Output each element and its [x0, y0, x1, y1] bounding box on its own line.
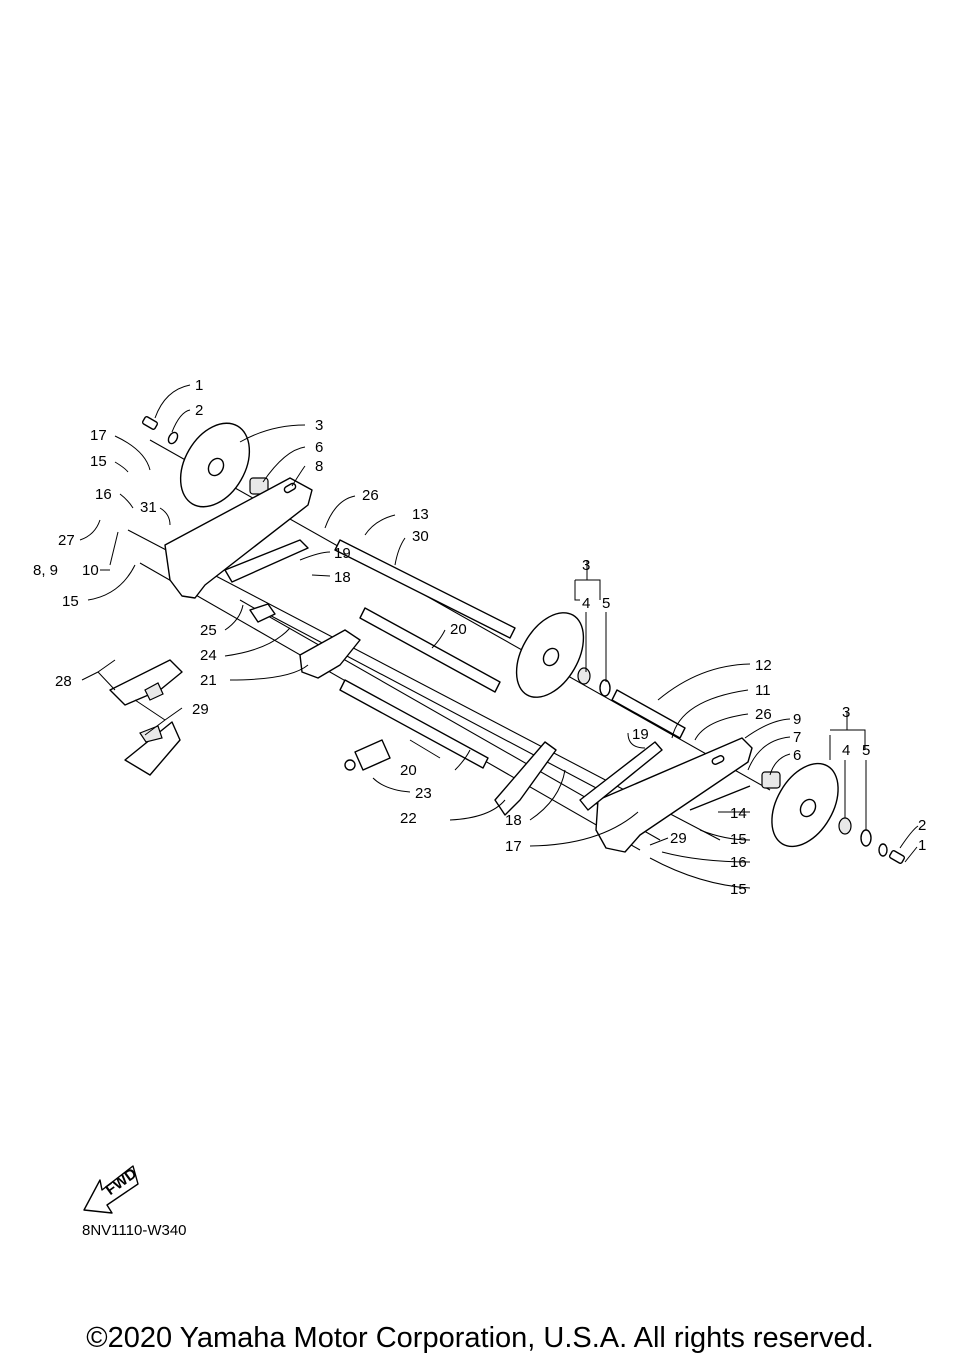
- callout-9: 9: [793, 711, 801, 728]
- callout-18-b: 18: [505, 812, 522, 829]
- callout-15-c: 15: [730, 831, 747, 848]
- callout-11: 11: [755, 682, 771, 699]
- bracket-8: [164, 477, 313, 599]
- callout-19: 19: [334, 545, 351, 562]
- idler-wheel-left: [179, 422, 251, 508]
- shaft-13: [334, 539, 516, 639]
- callout-15: 15: [90, 453, 107, 470]
- shaft-12: [611, 689, 686, 739]
- callout-15-b: 15: [62, 593, 79, 610]
- callout-6: 6: [315, 439, 323, 456]
- callout-16: 16: [95, 486, 112, 503]
- bracket-28: [109, 659, 183, 706]
- callout-12: 12: [755, 657, 772, 674]
- spring-23: [344, 739, 391, 771]
- slider-19-left: [224, 539, 309, 583]
- callout-31: 31: [140, 499, 157, 516]
- callout-4-b: 4: [842, 742, 850, 759]
- callout-3-c: 3: [842, 704, 850, 721]
- callout-25: 25: [200, 622, 217, 639]
- callout-29: 29: [192, 701, 209, 718]
- arm-21: [299, 629, 361, 679]
- callout-8: 8: [315, 458, 323, 475]
- callout-2: 2: [195, 402, 203, 419]
- callout-1: 1: [195, 377, 203, 394]
- callout-3: 3: [315, 417, 323, 434]
- callout-16-b: 16: [730, 854, 747, 871]
- callout-15-d: 15: [730, 881, 747, 898]
- callout-2-b: 2: [918, 817, 926, 834]
- callout-20-b: 20: [400, 762, 417, 779]
- callout-8-9: 8, 9: [33, 562, 58, 579]
- callout-6-b: 6: [793, 747, 801, 764]
- callout-4: 4: [582, 595, 590, 612]
- callout-29-b: 29: [670, 830, 687, 847]
- diagram-code: 8NV1110-W340: [82, 1222, 187, 1239]
- callout-30: 30: [412, 528, 429, 545]
- callout-28: 28: [55, 673, 72, 690]
- callout-21: 21: [200, 672, 217, 689]
- callout-17-b: 17: [505, 838, 522, 855]
- callout-20: 20: [450, 621, 467, 638]
- callout-5-b: 5: [862, 742, 870, 759]
- bracket-9: [595, 737, 753, 853]
- slider-19-right: [579, 741, 663, 811]
- leader-lines: [79, 384, 919, 889]
- idler-wheel-center: [515, 612, 611, 698]
- callout-17: 17: [90, 427, 107, 444]
- washer-2-left: [167, 431, 179, 445]
- callout-26-b: 26: [755, 706, 772, 723]
- callout-13: 13: [412, 506, 429, 523]
- shaft-20-upper: [359, 607, 501, 693]
- shaft-20-lower: [339, 679, 489, 769]
- arm-22: [494, 741, 557, 816]
- callout-1-b: 1: [918, 837, 926, 854]
- block-24: [249, 603, 276, 623]
- callout-18: 18: [334, 569, 351, 586]
- rod-14: [689, 785, 751, 811]
- callout-10: 10: [82, 562, 99, 579]
- callout-19-b: 19: [632, 726, 649, 743]
- callout-22: 22: [400, 810, 417, 827]
- callout-3-b: 3: [582, 557, 590, 574]
- idler-wheel-right: [761, 762, 906, 864]
- callout-24: 24: [200, 647, 217, 664]
- callout-labels: 1 2 3 6 8 17 15 16 31 26 13 30 27 8, 9 1…: [33, 377, 926, 898]
- callout-14: 14: [730, 805, 747, 822]
- callout-27: 27: [58, 532, 75, 549]
- callout-23: 23: [415, 785, 432, 802]
- fwd-arrow-icon: FWD: [83, 1165, 140, 1214]
- bracket-29: [124, 721, 181, 776]
- bolt-1-left: [141, 416, 159, 430]
- callout-7: 7: [793, 729, 801, 746]
- callout-5: 5: [602, 595, 610, 612]
- copyright-notice: ©2020 Yamaha Motor Corporation, U.S.A. A…: [86, 1322, 874, 1354]
- callout-26: 26: [362, 487, 379, 504]
